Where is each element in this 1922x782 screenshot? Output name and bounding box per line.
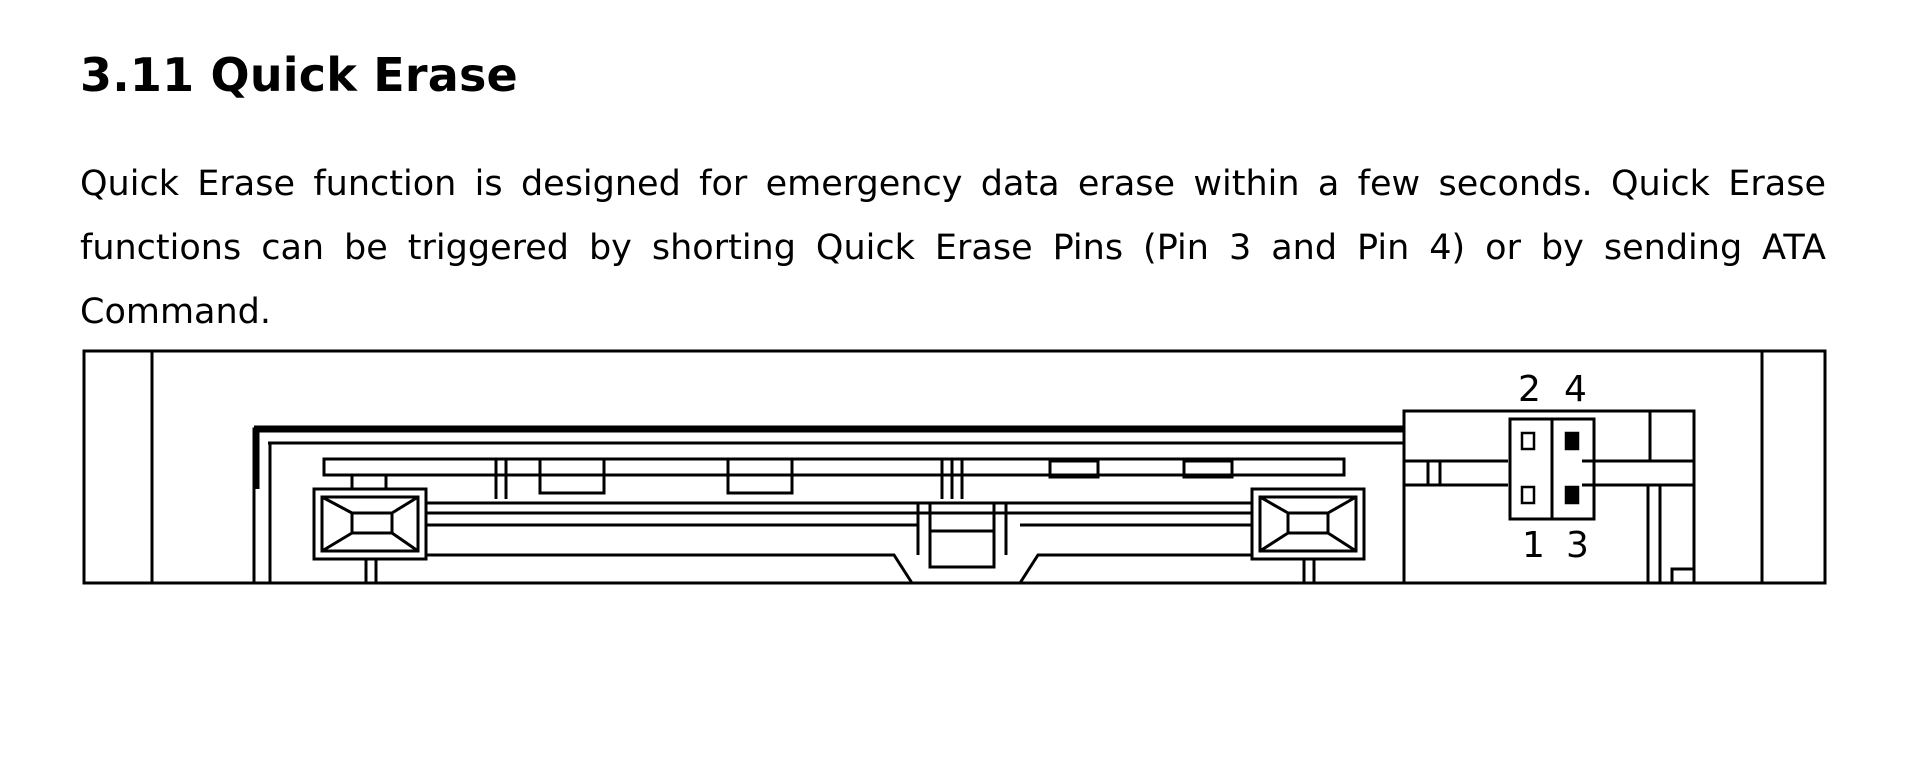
right-bracket-bevel [1327, 531, 1357, 553]
component-pad [350, 473, 388, 491]
quick-erase-pin-diagram: 2 4 1 3 [82, 349, 1827, 585]
component-chip [1048, 459, 1100, 479]
left-bracket-inner [320, 495, 420, 553]
left-bracket-bevel [391, 531, 419, 553]
pin-block-3-4 [1550, 417, 1596, 521]
component-chip [1182, 459, 1234, 479]
pin-label-3: 3 [1566, 525, 1589, 566]
pin-2 [1520, 431, 1536, 451]
right-bracket-bevel [1259, 495, 1289, 515]
left-bracket-bevel [321, 495, 353, 515]
right-bracket-inner [1258, 495, 1358, 553]
pin-label-4: 4 [1564, 369, 1587, 410]
pin-4-shorted [1564, 431, 1580, 451]
right-bracket-core [1286, 511, 1330, 535]
left-bracket-outer [312, 487, 428, 561]
component-strip [322, 457, 1346, 477]
right-bracket-bevel [1259, 531, 1289, 553]
left-bracket-bevel [391, 495, 419, 515]
component-block [538, 457, 606, 495]
left-bracket-bevel [321, 531, 353, 553]
center-connector [928, 501, 996, 569]
rail-base-right [1018, 553, 1252, 584]
pin-label-1: 1 [1522, 525, 1545, 566]
ssd-side-view-drawing: 2 4 1 3 [82, 349, 1827, 585]
header-housing [1402, 409, 1696, 585]
component-block [726, 457, 794, 495]
rail-base-left [426, 553, 914, 584]
section-title: 3.11 Quick Erase [80, 48, 518, 102]
pin-1 [1520, 485, 1536, 505]
housing-foot [1670, 567, 1696, 585]
left-bracket-core [350, 511, 394, 535]
right-bracket-outer [1250, 487, 1366, 561]
pin-label-2: 2 [1518, 369, 1541, 410]
section-paragraph: Quick Erase function is designed for eme… [80, 164, 1826, 332]
right-bracket-bevel [1327, 495, 1357, 515]
pin-3-shorted [1564, 485, 1580, 505]
